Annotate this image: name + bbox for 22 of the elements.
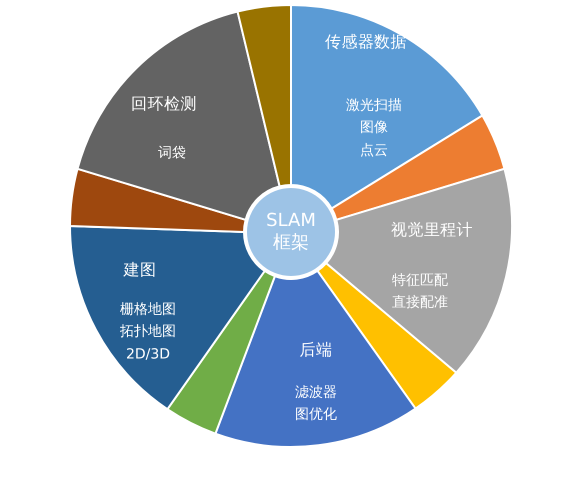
sector-text: 激光扫描 <box>346 96 402 116</box>
pie-sector <box>290 4 484 210</box>
sector-text: 图优化 <box>295 406 337 425</box>
sector-text: 点云 <box>360 141 388 160</box>
sector-heading: 传感器数据 <box>325 31 407 53</box>
center-label: SLAM 框架 <box>265 210 317 254</box>
sector-text: 栅格地图 <box>120 300 176 320</box>
sector-text: 拓扑地图 <box>120 322 176 342</box>
sector-heading: 视觉里程计 <box>391 219 473 241</box>
sector-heading: 后端 <box>300 339 332 361</box>
sector-heading: 回环检测 <box>131 93 197 115</box>
pie-sector <box>330 114 506 221</box>
pie-sector <box>69 168 247 233</box>
sector-text: 直接配准 <box>392 294 448 313</box>
pie-sector <box>69 225 266 410</box>
sector-text: 滤波器 <box>295 384 337 403</box>
sector-text: 图像 <box>360 118 388 138</box>
sector-text: 词袋 <box>158 144 186 163</box>
sector-text: 2D/3D <box>126 345 170 364</box>
sector-heading: 建图 <box>124 259 156 281</box>
sector-text: 特征匹配 <box>392 272 448 291</box>
pie-sector <box>236 4 292 188</box>
